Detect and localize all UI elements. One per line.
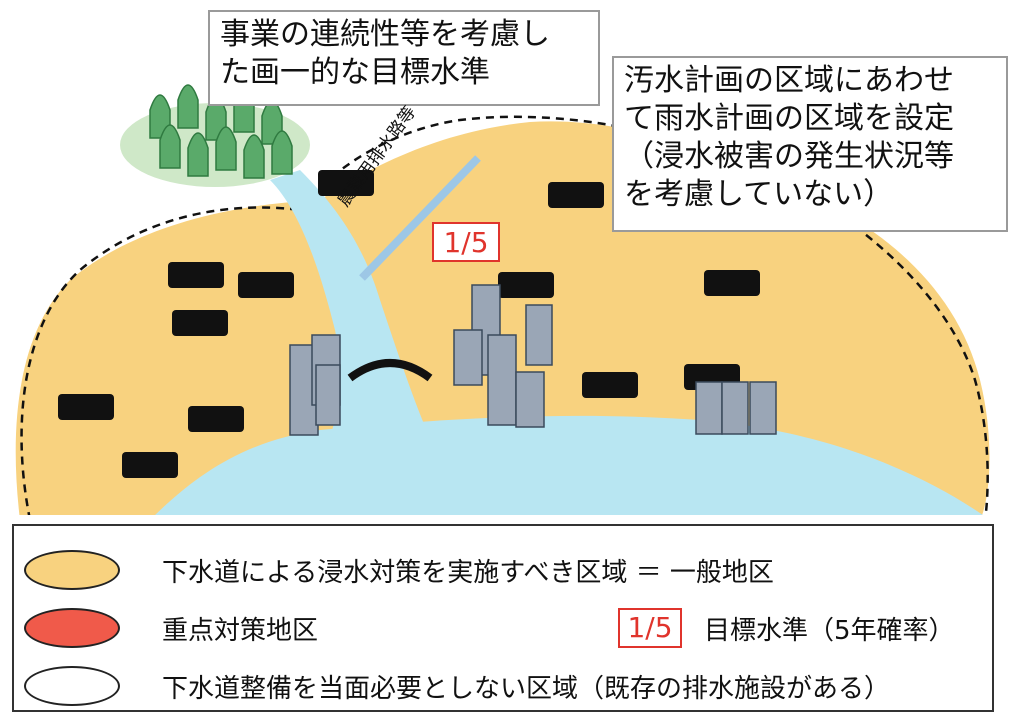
forest: [120, 84, 310, 187]
planning-boundary: [20, 115, 989, 515]
legend-target-text: 目標水準（5年確率）: [704, 616, 955, 646]
legend-no-sewer-text: 下水道整備を当面必要としない区域（既存の排水施設がある）: [162, 674, 891, 704]
priority-area-swatch: [24, 608, 120, 648]
legend-row-no-sewer: 下水道整備を当面必要としない区域（既存の排水施設がある）: [14, 660, 992, 710]
bridge: [347, 359, 433, 382]
legend: 下水道による浸水対策を実施すべき区域 ＝ 一般地区 重点対策地区 1/5 目標水…: [12, 524, 994, 712]
legend-target-tag: 1/5: [618, 608, 682, 648]
target-level-badge: 1/5: [432, 222, 500, 262]
buildings: [289, 284, 777, 436]
river: [270, 170, 440, 460]
bay: [155, 415, 983, 515]
uniform-target-callout: 事業の連続性等を考慮し た画一的な目標水準: [208, 10, 600, 106]
legend-priority-text: 重点対策地区: [162, 616, 319, 646]
agricultural-channel: [359, 155, 481, 281]
house-clusters: [58, 170, 760, 478]
legend-general-text: 下水道による浸水対策を実施すべき区域 ＝ 一般地区: [162, 558, 774, 588]
legend-row-general: 下水道による浸水対策を実施すべき区域 ＝ 一般地区: [14, 544, 992, 594]
stormwater-zone-callout: 汚水計画の区域にあわせ て雨水計画の区域を設定 （浸水被害の発生状況等 を考慮し…: [612, 56, 1008, 232]
general-area-swatch: [24, 550, 120, 590]
no-sewer-area-swatch: [24, 666, 120, 706]
legend-row-priority: 重点対策地区 1/5 目標水準（5年確率）: [14, 602, 992, 652]
